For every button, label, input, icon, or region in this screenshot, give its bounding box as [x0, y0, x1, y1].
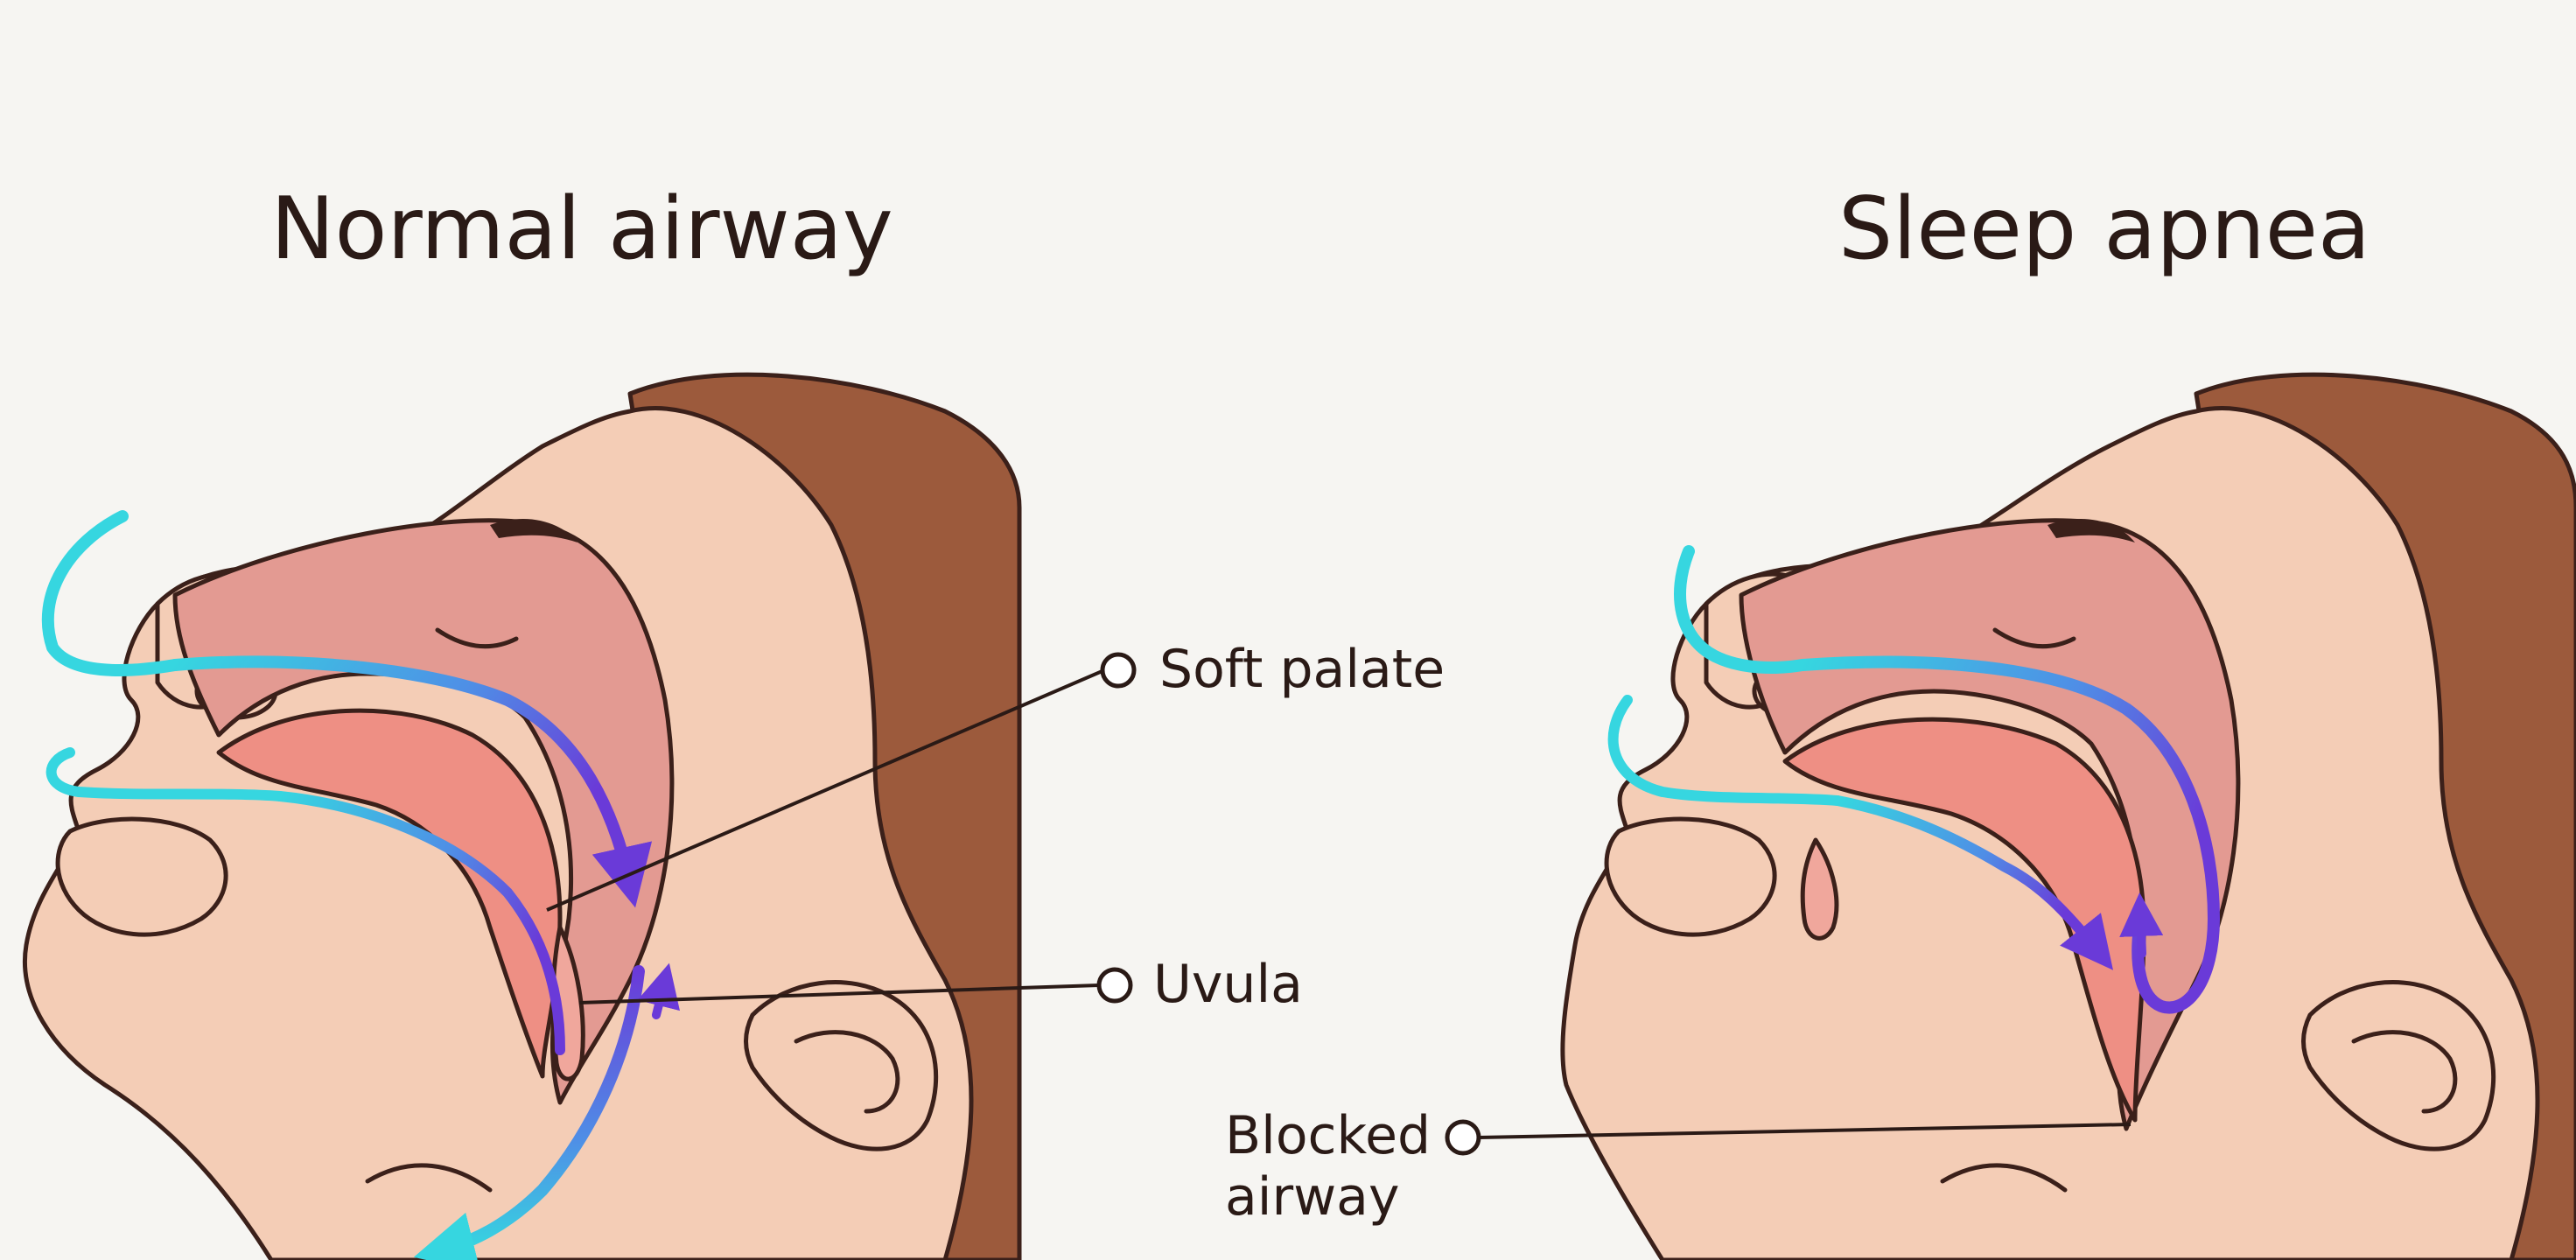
- title-normal-airway: Normal airway: [270, 179, 893, 279]
- throat-line: [1940, 1163, 2068, 1193]
- eyebrow: [2048, 518, 2135, 542]
- throat-line: [365, 1163, 493, 1193]
- label-soft-palate: Soft palate: [1159, 639, 1445, 700]
- chin: [1604, 816, 1777, 937]
- airflow-nose-arc: [1674, 545, 1809, 674]
- airflow-arrow-icon: [2119, 892, 2164, 958]
- airflow-arrow-icon: [637, 962, 680, 1019]
- soft-palate-leader-line: [546, 668, 1105, 912]
- eyebrow: [490, 518, 578, 542]
- airflow-throat-path: [413, 965, 645, 1260]
- ear: [2301, 980, 2496, 1152]
- label-blocked-airway-line1: Blocked: [1225, 1105, 1431, 1166]
- ear-inner: [2351, 1030, 2458, 1114]
- callout-circle-icon: [1096, 967, 1133, 1004]
- airflow-mouth-arc: [46, 747, 285, 802]
- tongue: [216, 708, 563, 1079]
- label-uvula-group: Uvula: [578, 954, 1303, 1015]
- uvula: [1800, 837, 1839, 941]
- eye-closed: [435, 627, 519, 649]
- ear-inner: [794, 1030, 900, 1114]
- uvula-leader-line: [578, 984, 1100, 1004]
- label-blocked-airway-line2: airway: [1225, 1166, 1399, 1228]
- sleep-apnea-head: [1560, 372, 2576, 1260]
- title-sleep-apnea: Sleep apnea: [1838, 179, 2370, 279]
- label-uvula: Uvula: [1153, 954, 1303, 1015]
- airflow-mouth-path: [275, 791, 565, 1055]
- airflow-mouth-arc: [1607, 695, 1843, 806]
- airflow-nose-arc: [41, 510, 181, 676]
- mouth-inner: [1739, 518, 2241, 1131]
- ear: [744, 980, 939, 1152]
- airflow-nose-path: [169, 655, 653, 908]
- blocked-airway-leader-line: [1478, 1123, 2132, 1139]
- tongue-collapsed: [1782, 717, 2146, 1123]
- label-soft-palate-group: Soft palate: [546, 639, 1445, 912]
- callout-circle-icon: [1100, 652, 1137, 689]
- eye-closed: [1992, 627, 2076, 649]
- label-blocked-airway-group: Blocked airway: [1225, 1105, 2132, 1228]
- normal-airway-head: [23, 372, 1022, 1260]
- airflow-nose-path: [1796, 655, 2221, 1014]
- chin: [55, 816, 228, 937]
- airflow-mouth-path: [1832, 795, 2113, 970]
- callout-circle-icon: [1445, 1119, 1481, 1156]
